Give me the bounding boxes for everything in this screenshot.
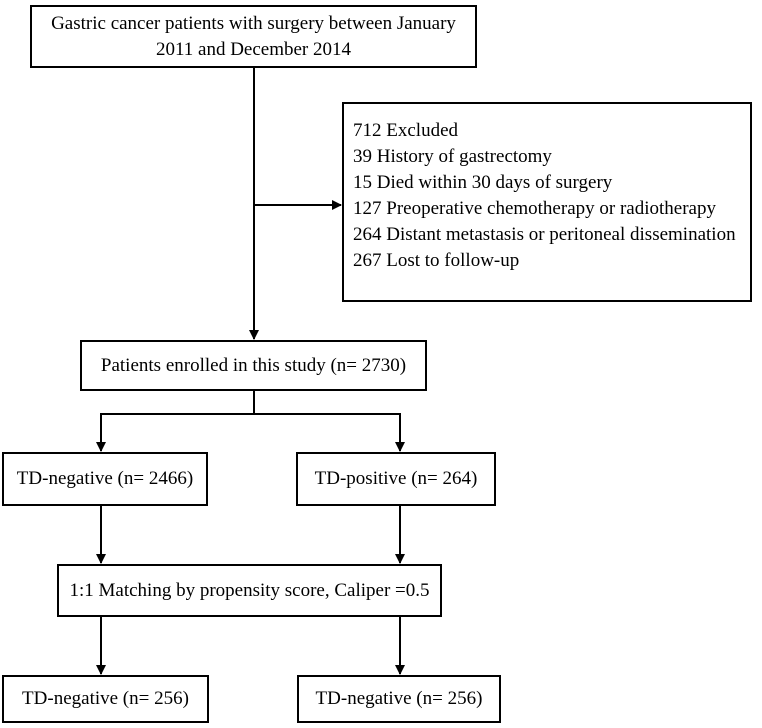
enrolled-label: Patients enrolled in this study (n= 2730…: [100, 354, 407, 376]
td-negative-label: TD-negative (n= 2466): [16, 468, 194, 489]
td-positive-label: TD-positive (n= 264): [314, 468, 478, 489]
matching-label: 1:1 Matching by propensity score, Calipe…: [69, 579, 430, 601]
td-positive-box: TD-positive (n= 264): [296, 452, 496, 506]
excluded-title: 712 Excluded: [353, 120, 459, 141]
excluded-item: 39 History of gastrectomy: [353, 146, 552, 167]
start-box-line1: Gastric cancer patients with surgery bet…: [51, 12, 456, 34]
matched-left-label: TD-negative (n= 256): [22, 688, 189, 709]
matched-right-box: TD-negative (n= 256): [297, 675, 501, 723]
matched-right-label: TD-negative (n= 256): [315, 688, 483, 709]
td-negative-box: TD-negative (n= 2466): [2, 452, 208, 506]
start-box: Gastric cancer patients with surgery bet…: [30, 5, 477, 68]
excluded-item: 264 Distant metastasis or peritoneal dis…: [353, 224, 736, 245]
excluded-item: 15 Died within 30 days of surgery: [353, 172, 613, 193]
matched-left-box: TD-negative (n= 256): [2, 675, 209, 723]
excluded-item: 267 Lost to follow-up: [353, 250, 520, 271]
excluded-item: 127 Preoperative chemotherapy or radioth…: [353, 198, 716, 219]
start-box-line2: 2011 and December 2014: [155, 38, 352, 60]
enrolled-box: Patients enrolled in this study (n= 2730…: [80, 340, 427, 391]
matching-box: 1:1 Matching by propensity score, Calipe…: [57, 564, 442, 617]
excluded-box: 712 Excluded 39 History of gastrectomy 1…: [342, 102, 752, 302]
